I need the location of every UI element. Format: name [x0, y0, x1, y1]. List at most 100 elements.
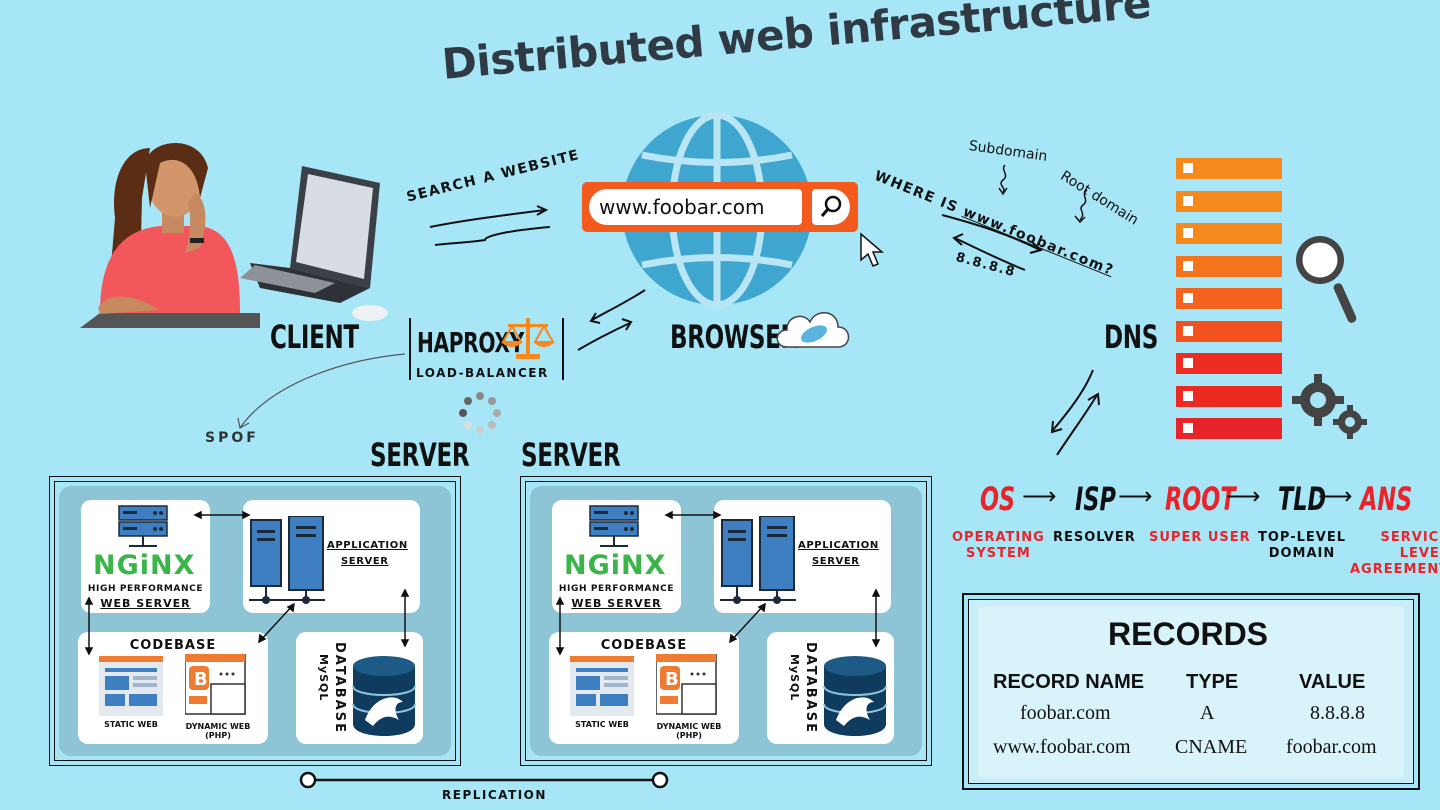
search-button[interactable]: [812, 189, 850, 225]
record-0-name: foobar.com: [1020, 702, 1111, 724]
record-0-type: A: [1200, 702, 1215, 724]
dynamic-page-icon: B: [656, 654, 717, 715]
woman-icon: [98, 143, 240, 314]
database-engine: MySQL: [317, 654, 330, 702]
app-server-card: APPLICATION SERVER: [714, 500, 891, 613]
dns-chain-arrow: ⟶: [1118, 482, 1153, 510]
database-icon: [352, 656, 416, 736]
scale-icon: [501, 318, 555, 359]
dns-server-led: [1183, 325, 1193, 336]
client-browser-arrows: [429, 205, 551, 246]
server-connectors: [84, 510, 410, 656]
app-server-bottom: SERVER: [812, 556, 860, 567]
cloud-icon: [776, 312, 850, 348]
dns-chain-abbr: ISP: [1075, 480, 1116, 518]
server-connectors: [555, 510, 881, 656]
app-server-top: APPLICATION: [327, 540, 408, 551]
dns-chain-abbr: TLD: [1278, 480, 1327, 518]
database-label: DATABASE: [332, 642, 347, 734]
nginx-logo: NGiNX: [93, 550, 196, 581]
codebase-label: CODEBASE: [600, 638, 688, 653]
dynamic-web-label: DYNAMIC WEB (PHP): [185, 722, 251, 740]
dns-chain-abbr: ROOT: [1165, 480, 1236, 518]
dns-server-led: [1183, 195, 1193, 206]
dns-chain-arrow: ⟶: [1226, 482, 1261, 510]
dns-server-led: [1183, 423, 1193, 433]
dns-chain-abbr: ANS: [1360, 480, 1413, 518]
dns-chain-desc: SERVICE LEVEL AGREEMENT: [1350, 530, 1440, 577]
search-website-label: SEARCH A WEBSITE: [405, 146, 582, 206]
dns-server-unit: [1176, 255, 1282, 277]
record-1-type: CNAME: [1175, 736, 1248, 758]
web-server-top: HIGH PERFORMANCE: [558, 584, 675, 594]
laptop-icon: [240, 166, 380, 303]
cursor-icon: [860, 232, 885, 267]
mouse-icon: [352, 305, 388, 321]
search-icon: [820, 195, 842, 217]
server-frame: [49, 476, 461, 766]
dns-server-unit: [1176, 223, 1282, 244]
app-server-card: APPLICATION SERVER: [243, 500, 420, 613]
dns-chain-desc: TOP-LEVEL DOMAIN: [1258, 530, 1347, 561]
spof-label: SPOF: [205, 430, 259, 446]
server-2-label: SERVER: [521, 436, 621, 474]
record-1-value: foobar.com: [1286, 736, 1377, 758]
web-server-bottom: WEB SERVER: [100, 597, 191, 610]
server-rack-icon: [118, 505, 168, 547]
records-panel: [962, 593, 1420, 790]
lb-divider-left: [409, 318, 411, 380]
records-card: [978, 606, 1404, 778]
database-label: DATABASE: [803, 642, 818, 734]
codebase-label: CODEBASE: [129, 638, 217, 653]
records-title: RECORDS: [1108, 616, 1269, 652]
database-card: DATABASE MySQL: [767, 632, 894, 744]
server-rack-icon: [589, 505, 639, 547]
load-balancer-label: LOAD-BALANCER: [416, 366, 549, 380]
server-frame-inner: [54, 481, 456, 761]
svg-text:B: B: [194, 669, 208, 690]
gears-icon: [1292, 374, 1367, 439]
static-page-icon: [99, 656, 163, 716]
server-1-label: SERVER: [370, 436, 470, 474]
dns-server-unit: [1176, 320, 1282, 342]
replication-line: [299, 771, 669, 789]
client-illustration: [80, 143, 388, 328]
dns-server-led: [1183, 228, 1193, 238]
dns-server-unit: [1176, 288, 1282, 309]
dns-label: DNS: [1104, 318, 1158, 356]
dns-server-unit: [1176, 385, 1282, 407]
nginx-logo: NGiNX: [564, 550, 667, 581]
loading-icon: [459, 392, 501, 434]
dns-server-led: [1183, 293, 1193, 303]
server-tower-icon: [249, 516, 325, 604]
dns-chain-desc: RESOLVER: [1053, 530, 1136, 545]
records-header-value: VALUE: [1299, 671, 1366, 693]
database-icon: [823, 656, 887, 736]
magnifier-icon: [1296, 236, 1357, 323]
svg-text:B: B: [665, 669, 679, 690]
dns-chain-arrow: ⟶: [1318, 482, 1353, 510]
dynamic-page-icon: B: [185, 654, 246, 715]
app-server-top: APPLICATION: [798, 540, 879, 551]
codebase-card: CODEBASE STATIC WEB B DYNAMIC WEB (PHP): [549, 632, 739, 744]
codebase-card: CODEBASE STATIC WEB B DYNAMIC WEB (PHP): [78, 632, 268, 744]
replication-label: REPLICATION: [442, 788, 547, 802]
page-title: Distributed web infrastructure: [440, 0, 1153, 89]
dns-server-led: [1183, 260, 1193, 271]
dns-chain-arrows: [1050, 369, 1100, 456]
dns-server-led: [1183, 358, 1193, 368]
lb-divider-right: [562, 318, 564, 380]
web-server-card: NGiNX HIGH PERFORMANCE WEB SERVER: [81, 500, 210, 613]
dns-chain-desc: SUPER USER: [1149, 530, 1251, 545]
desk-icon: [80, 313, 260, 328]
static-web-label: STATIC WEB: [575, 720, 629, 729]
dns-server-unit: [1176, 353, 1282, 374]
database-card: DATABASE MySQL: [296, 632, 423, 744]
url-input[interactable]: www.foobar.com: [589, 189, 802, 225]
dns-chain-abbr: OS: [980, 480, 1016, 518]
client-label: CLIENT: [270, 318, 359, 356]
server-frame: [520, 476, 932, 766]
records-header-name: RECORD NAME: [993, 671, 1145, 693]
dns-server-led: [1183, 163, 1193, 173]
app-server-bottom: SERVER: [341, 556, 389, 567]
